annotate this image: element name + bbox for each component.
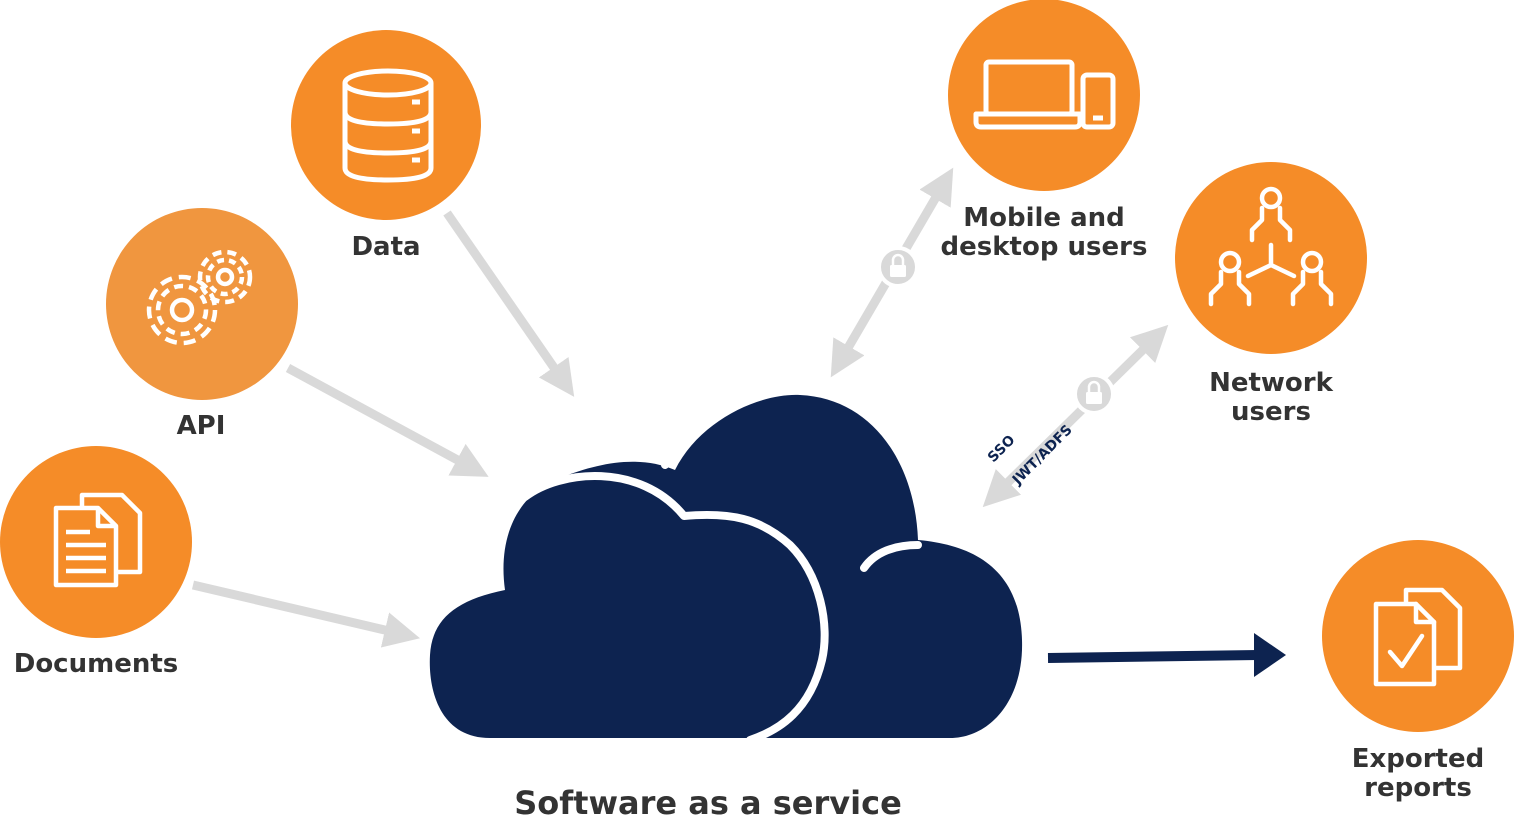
exported-node <box>1322 540 1514 732</box>
arrow-api-to-cloud <box>285 364 489 477</box>
gears-icon <box>146 249 253 346</box>
network-label: Network users <box>1209 368 1333 427</box>
data-label: Data <box>351 232 421 262</box>
arrow-network-bidirectional <box>982 324 1169 508</box>
arrow-cloud-to-reports <box>1047 633 1286 677</box>
documents-node <box>0 446 192 638</box>
lock-icon <box>877 246 919 288</box>
lock-icon <box>1073 373 1115 415</box>
mobile-label: Mobile and desktop users <box>940 203 1148 262</box>
documents-icon <box>53 492 143 588</box>
data-node <box>291 30 481 220</box>
api-node <box>106 208 298 400</box>
network-node <box>1175 162 1367 354</box>
arrow-documents-to-cloud <box>191 580 421 648</box>
api-label: API <box>176 411 226 441</box>
documents-label: Documents <box>13 649 179 679</box>
arrow-data-to-cloud <box>443 210 575 397</box>
devices-icon <box>973 59 1116 130</box>
database-icon <box>342 68 434 183</box>
exported-label: Exported reports <box>1351 744 1485 803</box>
mobile-node <box>948 0 1140 191</box>
network-users-icon <box>1208 186 1334 307</box>
center-label: Software as a service <box>514 784 902 822</box>
cloud-icon <box>429 394 1023 744</box>
report-check-icon <box>1373 587 1463 687</box>
